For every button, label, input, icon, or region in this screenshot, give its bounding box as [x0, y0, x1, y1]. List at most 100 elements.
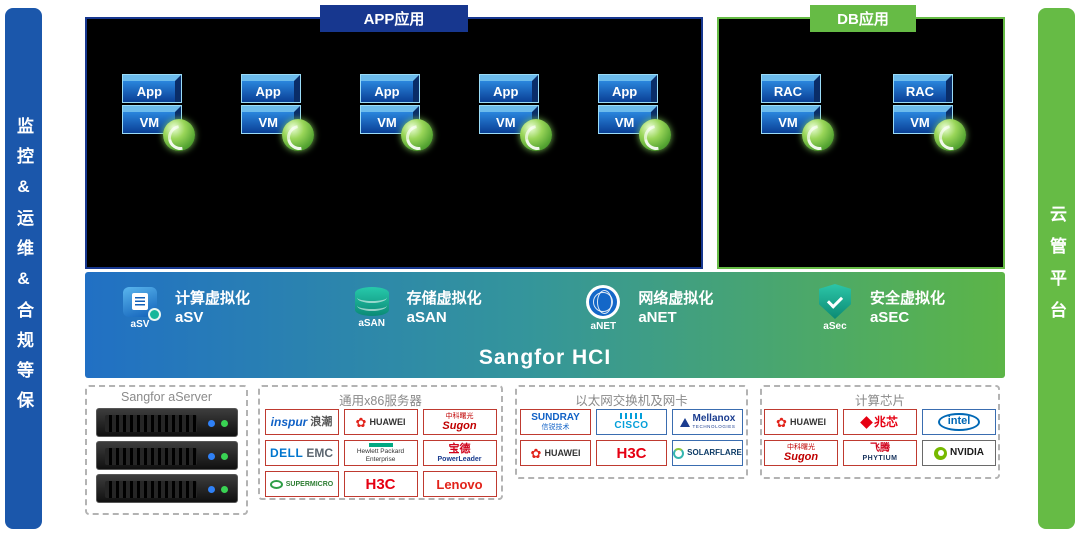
supermicro-emblem-icon: [269, 479, 283, 489]
sugon-wordmark: Sugon: [442, 419, 477, 432]
asv-abbr: aSV: [175, 309, 204, 326]
vm-rac-label: RAC: [905, 84, 935, 99]
vm-rac-label: RAC: [773, 84, 803, 99]
logo-powerleader: 宝德 PowerLeader: [422, 440, 497, 466]
vm-top-face: App: [360, 75, 419, 102]
mellanox-sub-wordmark: TECHNOLOGIES: [692, 424, 736, 430]
logo-huawei: HUAWEI: [764, 409, 838, 435]
nvidia-wordmark: NVIDIA: [950, 447, 984, 458]
logo-h3c: H3C: [596, 440, 667, 466]
vm-vm-label: VM: [496, 115, 516, 130]
network-section-title: 以太网交换机及网卡: [575, 394, 688, 408]
hpe-wordmark-line1: Hewlett Packard: [356, 448, 405, 455]
logo-dellemc: DELL EMC: [264, 440, 339, 466]
solarflare-wordmark: SOLARFLARE: [687, 448, 742, 457]
vm-sphere-icon: [519, 119, 552, 151]
x86-logo-grid: inspur 浪潮 HUAWEI 中科曙光 Sugon DELL EMC Hew…: [260, 409, 501, 497]
asan-text: 存储虚拟化 aSAN: [407, 289, 482, 328]
db-vm-panel: RAC VM RAC VM: [717, 17, 1005, 269]
app-vm-icon: App VM: [593, 75, 671, 153]
logo-solarflare: SOLARFLARE: [672, 440, 743, 466]
anet-icon: aNET: [578, 284, 628, 332]
vm-app-label: App: [136, 84, 163, 99]
vm-vm-label: VM: [778, 115, 798, 130]
app-vm-icon: App VM: [117, 75, 196, 153]
vm-app-label: App: [255, 84, 281, 99]
vm-sphere-icon: [802, 119, 834, 151]
mellanox-wordmark: Mellanox: [692, 413, 736, 425]
inspur-wordmark: inspur: [270, 415, 308, 429]
server-rack-unit: [95, 408, 238, 437]
asan-abbr: aSAN: [406, 309, 447, 326]
sugon-wordmark: Sugon: [783, 450, 819, 463]
x86-section-title: 通用x86服务器: [339, 394, 422, 408]
asec-icon: aSec: [810, 284, 860, 332]
hci-component-asv: aSV 计算虚拟化 aSV: [115, 284, 250, 332]
app-vm-panel: App VM App VM App VM App VM App VM: [85, 17, 703, 269]
globe-inner: [589, 287, 618, 316]
zhaoxin-gem-icon: [860, 415, 873, 429]
logo-h3c: H3C: [343, 471, 418, 497]
huawei-wordmark: HUAWEI: [544, 447, 581, 458]
supermicro-wordmark: SUPERMICRO: [285, 480, 334, 488]
zhaoxin-wordmark: 兆芯: [873, 415, 898, 429]
asec-abbr: aSEC: [869, 309, 910, 326]
logo-intel: intel: [922, 409, 996, 435]
huawei-wordmark: HUAWEI: [789, 416, 826, 427]
vm-sphere-icon: [934, 119, 966, 151]
logo-zhaoxin: 兆芯: [843, 409, 917, 435]
phytium-cn-wordmark: 飞腾: [870, 443, 890, 454]
sundray-cn-wordmark: 信锐技术: [541, 424, 570, 431]
asan-icon-label: aSAN: [358, 318, 385, 329]
huawei-wordmark: HUAWEI: [369, 416, 406, 427]
aserver-section: Sangfor aServer: [85, 385, 248, 515]
powerleader-wordmark: PowerLeader: [437, 455, 482, 463]
vm-sphere-icon: [282, 119, 315, 151]
chips-section-title: 计算芯片: [854, 394, 905, 408]
logo-sugon: 中科曙光 Sugon: [422, 409, 497, 435]
vm-vm-label: VM: [258, 115, 278, 130]
compute-virtualization-icon: [123, 286, 161, 321]
cloud-management-platform-bar: 云管平台: [1038, 8, 1075, 529]
vm-app-label: App: [374, 84, 400, 99]
emc-wordmark: EMC: [306, 446, 333, 460]
app-vm-row: App VM App VM App VM App VM App VM: [97, 75, 691, 153]
logo-huawei: HUAWEI: [520, 440, 591, 466]
monitoring-ops-compliance-bar: 监控&运维&合规等保: [5, 8, 42, 529]
vm-sphere-icon: [400, 119, 433, 151]
vm-top-face: RAC: [762, 75, 820, 102]
compute-chips-section: 计算芯片 HUAWEI 兆芯 intel 中科曙光 Sugon 飞腾 PHYTI…: [760, 385, 1000, 479]
sangfor-hci-bar: aSV 计算虚拟化 aSV aSAN 存储虚拟化 aSAN: [85, 272, 1005, 378]
chips-logo-grid: HUAWEI 兆芯 intel 中科曙光 Sugon 飞腾 PHYTIUM NV…: [762, 409, 998, 466]
intel-wordmark: intel: [937, 413, 981, 431]
logo-lenovo: Lenovo: [422, 471, 497, 497]
vm-vm-label: VM: [910, 115, 930, 130]
hci-component-asan: aSAN 存储虚拟化 aSAN: [347, 284, 482, 332]
hpe-wordmark-line2: Enterprise: [365, 455, 396, 463]
server-rack-unit: [95, 474, 238, 503]
asv-name: 计算虚拟化: [175, 289, 251, 307]
vm-vm-label: VM: [139, 115, 160, 130]
vm-top-face: App: [242, 75, 301, 102]
anet-text: 网络虚拟化 aNET: [638, 289, 713, 328]
solarflare-swirl-icon: [673, 447, 685, 459]
phytium-wordmark: PHYTIUM: [862, 455, 898, 462]
asan-icon: aSAN: [347, 287, 397, 329]
vm-vm-label: VM: [614, 115, 635, 130]
h3c-wordmark: H3C: [616, 444, 647, 462]
app-vm-icon: App VM: [474, 75, 552, 153]
cloud-management-platform-label: 云管平台: [1047, 204, 1066, 333]
hci-component-anet: aNET 网络虚拟化 aNET: [578, 284, 713, 332]
vm-sphere-icon: [638, 119, 671, 151]
hpe-green-bar-icon: [368, 443, 393, 447]
app-vm-icon: App VM: [355, 75, 433, 153]
asv-text: 计算虚拟化 aSV: [175, 289, 250, 328]
db-vm-row: RAC VM RAC VM: [729, 75, 993, 153]
logo-cisco: CISCO: [596, 409, 667, 435]
asec-name: 安全虚拟化: [869, 289, 945, 307]
nvidia-eye-icon: [934, 446, 948, 460]
hci-component-asec: aSec 安全虚拟化 aSEC: [810, 284, 945, 332]
mellanox-text-stack: Mellanox TECHNOLOGIES: [693, 414, 736, 430]
app-vm-icon: App VM: [236, 75, 315, 153]
app-section-tab: APP应用: [320, 5, 468, 32]
